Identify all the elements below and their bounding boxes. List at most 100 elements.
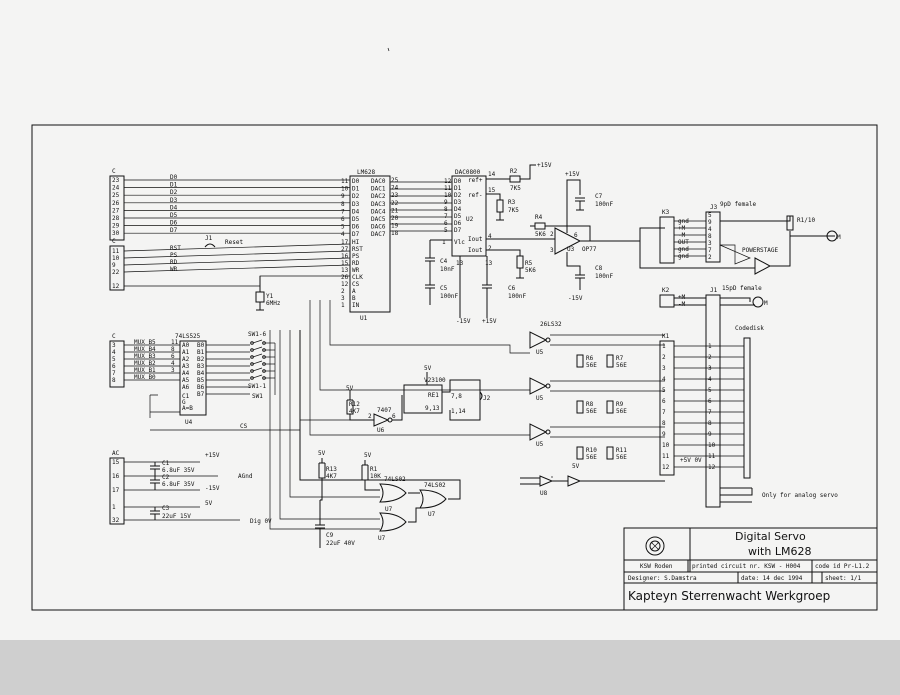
u2-pin-2: D2: [454, 192, 462, 199]
u7b-name: 74LS02: [424, 482, 446, 489]
dac-bus-wires: [390, 181, 452, 232]
u1-pin-5: D5: [352, 216, 360, 223]
sw1-lever-5: [252, 374, 263, 379]
cs-label: CS: [240, 423, 248, 430]
c2-ref: C2: [162, 474, 170, 481]
j1-ref: J1: [205, 235, 213, 242]
u4-right-1: B1: [197, 349, 205, 356]
u4-left-2: A2: [182, 356, 190, 363]
u1-dac-5: DAC5: [371, 216, 386, 223]
j3-body: [705, 211, 721, 263]
data-bus-label-6: D6: [170, 220, 178, 227]
k2-ref: K2: [662, 287, 670, 294]
u4-left-0: A0: [182, 342, 190, 349]
r2-value: 7K5: [510, 185, 521, 192]
j3-ref: J3: [710, 204, 718, 211]
r2-ref: R2: [510, 168, 518, 175]
j1b-pin-1: 2: [708, 354, 712, 361]
mux-label-5: MUX B0: [134, 374, 156, 381]
mux-num-0: 11: [171, 339, 179, 346]
u7c-body: [379, 512, 407, 532]
r1-ref: R1/10: [797, 217, 815, 224]
r10-ref: R10: [586, 447, 597, 454]
title-block-frame: [623, 527, 878, 611]
u2-body: [451, 175, 487, 257]
r5-value: 5K6: [525, 267, 536, 274]
c2-value: 6.8uF 35V: [162, 481, 195, 488]
re1-body: [403, 384, 443, 414]
sw1-top: SW1-6: [248, 331, 266, 338]
tb-date: date: 14 dec 1994: [741, 575, 803, 582]
mux-num-3: 4: [171, 360, 175, 367]
re1-supply: 5V: [424, 365, 432, 372]
c-ctrl-pin-3: 22: [112, 269, 120, 276]
u1-pinnum-3: 8: [341, 201, 345, 208]
title-block: KSW Roden Digital Servo with LM628 print…: [623, 527, 878, 611]
u7b-body: [419, 489, 447, 509]
u8-body: [539, 475, 554, 487]
j1b-label: 15pD female: [722, 285, 762, 292]
c3-ref: C3: [162, 505, 170, 512]
connector-c-data-label: C: [112, 168, 116, 175]
r4-value: 5K6: [535, 231, 546, 238]
c-data-pin-4: 27: [112, 207, 120, 214]
connector-c-mux-body: [109, 340, 125, 388]
r10-value: 56E: [586, 454, 597, 461]
u2-pin-7: D7: [454, 227, 462, 234]
c5-value: 100nF: [440, 293, 458, 300]
mux-num-4: 3: [171, 367, 175, 374]
u4-right-2: B2: [197, 356, 205, 363]
c-ctrl-pin-0: 11: [112, 248, 120, 255]
dac-caps: C4 10nF C5 100nF C6 100nF -15V +15V: [425, 239, 526, 325]
u1-pinnum-7: 4: [341, 231, 345, 238]
ac-pin-1: 16: [112, 473, 120, 480]
re1-pins2: 7,8: [451, 393, 462, 400]
c-data-pin-1: 24: [112, 185, 120, 192]
r5-ref: R5: [525, 260, 533, 267]
u2-pinnum-7: 5: [444, 227, 448, 234]
j1-label: Reset: [225, 239, 243, 246]
sw1-lever-1: [252, 346, 263, 351]
ac-gnd: AGnd: [238, 473, 253, 480]
u2-ref: U2: [466, 216, 474, 223]
u2-pinnum-6: 6: [444, 220, 448, 227]
u3-body: [554, 227, 582, 255]
u2-ref-minus: ref-: [468, 192, 482, 199]
sw1-contact-a-3: [250, 362, 254, 366]
c3-value: 22uF 15V: [162, 513, 191, 520]
ctrl-label-2: RD: [170, 259, 178, 266]
r6-value: 56E: [586, 362, 597, 369]
u2-pin14: 14: [488, 171, 496, 178]
u4-right-7: B7: [197, 391, 205, 398]
res-r11: [606, 446, 614, 460]
u4-left-6: A6: [182, 384, 190, 391]
motor-m3: [826, 230, 838, 242]
u1-ctrl-6: CS: [352, 281, 360, 288]
tb-code-id: code id Pr-L1.2: [815, 563, 870, 570]
r12-supply: 5V: [346, 385, 354, 392]
tb-organisation: Kapteyn Sterrenwacht Werkgroep: [628, 589, 830, 603]
r3-ref: R3: [508, 199, 516, 206]
u1-dacnum-5: 20: [391, 215, 399, 222]
motor-m3-label: M: [837, 234, 841, 241]
j3-name-3: OUT: [678, 239, 689, 246]
codedisk-body: [743, 337, 751, 479]
j3-pin-3: 8: [708, 233, 712, 240]
r13-supply: 5V: [318, 450, 326, 457]
connector-c-ctrl-label: C: [112, 238, 116, 245]
k1-ref: K1: [662, 333, 670, 340]
analog-note: Only for analog servo: [762, 492, 838, 499]
j2-ref: J2: [483, 395, 491, 402]
c6-value: 100nF: [508, 293, 526, 300]
u1-ctrlnum-8: 3: [341, 295, 345, 302]
u1-ctrl-8: B: [352, 295, 356, 302]
r4-ref: R4: [535, 214, 543, 221]
u5-ref-2: U5: [536, 441, 544, 448]
u1-ctrl-4: WR: [352, 267, 360, 274]
tb-company: KSW Roden: [640, 563, 673, 570]
j1b-pin-9: 10: [708, 442, 716, 449]
sw1-contact-a-0: [250, 341, 254, 345]
mux-num-2: 6: [171, 353, 175, 360]
